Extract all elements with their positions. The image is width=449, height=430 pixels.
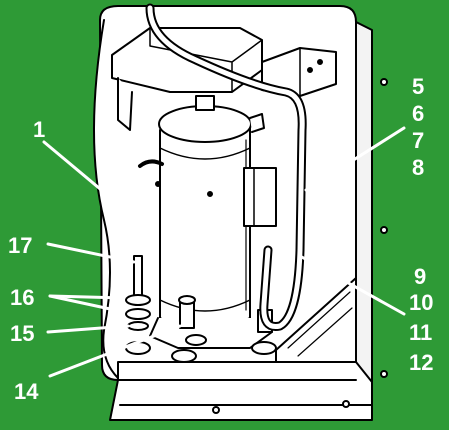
- compressor-top: [158, 105, 252, 143]
- callout-12: 12: [409, 350, 434, 375]
- base-pan: [109, 361, 373, 421]
- leader-16a: [48, 294, 126, 300]
- leader-15: [46, 324, 130, 334]
- callout-7: 7: [412, 128, 425, 153]
- callout-10: 10: [409, 290, 434, 315]
- callout-11: 11: [409, 320, 433, 345]
- callout-14: 14: [14, 379, 39, 404]
- leader-16b: [48, 294, 126, 314]
- compressor-shell: [159, 114, 251, 331]
- washer: [125, 294, 151, 306]
- leader-1: [42, 140, 156, 236]
- leader-14: [48, 324, 182, 378]
- callout-15: 15: [10, 321, 35, 346]
- mounting-feet: [149, 317, 273, 349]
- callout-6: 6: [412, 101, 425, 126]
- leader-17: [46, 242, 136, 264]
- callout-17: 17: [8, 233, 33, 258]
- cabinet-opening-edge: [93, 19, 119, 379]
- cabinet-side-panel: [355, 21, 373, 383]
- grommet: [125, 308, 151, 320]
- discharge-fitting: [195, 95, 215, 111]
- leader-lines: [42, 126, 406, 378]
- callout-8: 8: [412, 155, 425, 180]
- callout-1: 1: [33, 117, 46, 142]
- callout-5: 5: [412, 74, 425, 99]
- electrical-box: [243, 167, 277, 227]
- leader-5-8: [304, 126, 406, 192]
- callout-16: 16: [10, 285, 35, 310]
- callout-9: 9: [414, 264, 427, 289]
- leader-9-12: [298, 254, 406, 316]
